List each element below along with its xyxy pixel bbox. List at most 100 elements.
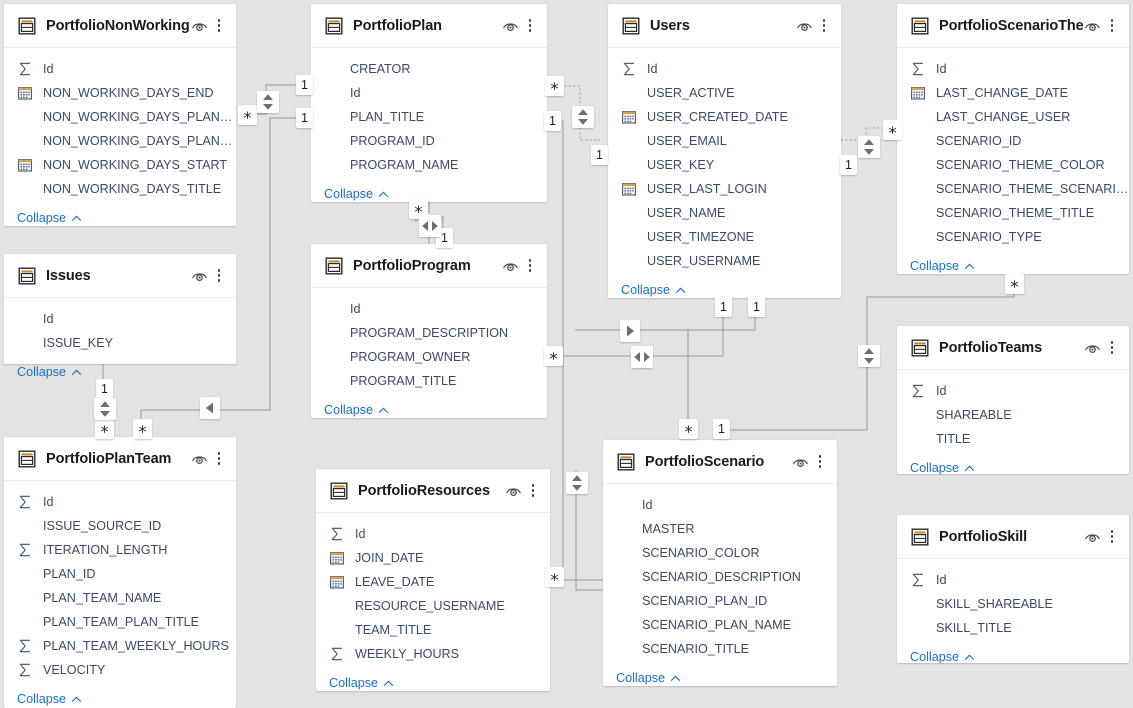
hide-show-eye-icon[interactable]	[501, 16, 520, 35]
field-row[interactable]: PROGRAM_TITLE	[311, 369, 547, 393]
table-card-header[interactable]: PortfolioResources	[316, 469, 550, 513]
more-options-icon[interactable]	[523, 256, 537, 275]
field-row[interactable]: Id	[608, 57, 841, 81]
table-card-header[interactable]: Users	[608, 4, 841, 48]
table-card-header[interactable]: PortfolioSkill	[897, 515, 1129, 559]
hide-show-eye-icon[interactable]	[190, 266, 209, 285]
cardinality-one-badge[interactable]: 1	[713, 419, 730, 439]
table-card-header[interactable]: PortfolioScenarioThe...	[897, 4, 1129, 48]
cardinality-many-badge[interactable]: *	[883, 120, 902, 140]
field-row[interactable]: CREATOR	[311, 57, 547, 81]
cardinality-one-badge[interactable]: 1	[715, 297, 732, 317]
field-row[interactable]: Id	[4, 57, 236, 81]
collapse-button[interactable]: Collapse	[4, 359, 236, 385]
hide-show-eye-icon[interactable]	[795, 16, 814, 35]
field-row[interactable]: USER_KEY	[608, 153, 841, 177]
table-card-header[interactable]: PortfolioNonWorking...	[4, 4, 236, 48]
cross-filter-both-horizontal-icon[interactable]	[631, 346, 653, 368]
field-row[interactable]: SKILL_SHAREABLE	[897, 592, 1129, 616]
cross-filter-both-icon[interactable]	[94, 398, 116, 420]
field-row[interactable]: SCENARIO_THEME_SCENARIO_...	[897, 177, 1129, 201]
cross-filter-both-icon[interactable]	[858, 345, 880, 367]
hide-show-eye-icon[interactable]	[1083, 527, 1102, 546]
field-row[interactable]: PROGRAM_DESCRIPTION	[311, 321, 547, 345]
hide-show-eye-icon[interactable]	[190, 449, 209, 468]
field-row[interactable]: USER_EMAIL	[608, 129, 841, 153]
field-row[interactable]: SCENARIO_ID	[897, 129, 1129, 153]
field-row[interactable]: Id	[897, 57, 1129, 81]
field-row[interactable]: USER_LAST_LOGIN	[608, 177, 841, 201]
cardinality-one-badge[interactable]: 1	[296, 108, 313, 128]
more-options-icon[interactable]	[526, 481, 540, 500]
field-row[interactable]: TITLE	[897, 427, 1129, 451]
cross-filter-both-icon[interactable]	[257, 91, 279, 113]
field-row[interactable]: SCENARIO_THEME_COLOR	[897, 153, 1129, 177]
field-row[interactable]: VELOCITY	[4, 658, 236, 682]
collapse-button[interactable]: Collapse	[4, 686, 236, 708]
field-row[interactable]: LAST_CHANGE_USER	[897, 105, 1129, 129]
more-options-icon[interactable]	[212, 266, 226, 285]
field-row[interactable]: NON_WORKING_DAYS_PLAN_ID	[4, 105, 236, 129]
hide-show-eye-icon[interactable]	[501, 256, 520, 275]
field-row[interactable]: PROGRAM_OWNER	[311, 345, 547, 369]
field-row[interactable]: Id	[311, 81, 547, 105]
field-row[interactable]: LEAVE_DATE	[316, 570, 550, 594]
field-row[interactable]: SCENARIO_TYPE	[897, 225, 1129, 249]
cardinality-many-badge[interactable]: *	[1005, 274, 1024, 294]
collapse-button[interactable]: Collapse	[311, 397, 547, 423]
cardinality-one-badge[interactable]: 1	[591, 145, 608, 165]
field-row[interactable]: PROGRAM_ID	[311, 129, 547, 153]
more-options-icon[interactable]	[1105, 527, 1119, 546]
collapse-button[interactable]: Collapse	[4, 205, 236, 231]
cardinality-one-badge[interactable]: 1	[296, 75, 313, 95]
hide-show-eye-icon[interactable]	[190, 16, 209, 35]
hide-show-eye-icon[interactable]	[791, 452, 810, 471]
collapse-button[interactable]: Collapse	[316, 670, 550, 696]
field-row[interactable]: Id	[311, 297, 547, 321]
more-options-icon[interactable]	[1105, 16, 1119, 35]
cross-filter-both-horizontal-icon[interactable]	[419, 215, 441, 237]
filter-direction-left-icon[interactable]	[200, 397, 220, 419]
more-options-icon[interactable]	[817, 16, 831, 35]
table-card-header[interactable]: PortfolioScenario	[603, 440, 837, 484]
field-row[interactable]: Id	[316, 522, 550, 546]
field-row[interactable]: SCENARIO_THEME_TITLE	[897, 201, 1129, 225]
field-row[interactable]: NON_WORKING_DAYS_END	[4, 81, 236, 105]
field-row[interactable]: PROGRAM_NAME	[311, 153, 547, 177]
cardinality-one-badge[interactable]: 1	[96, 379, 113, 399]
field-row[interactable]: PLAN_TEAM_WEEKLY_HOURS	[4, 634, 236, 658]
field-row[interactable]: NON_WORKING_DAYS_TITLE	[4, 177, 236, 201]
field-row[interactable]: SCENARIO_PLAN_ID	[603, 589, 837, 613]
collapse-button[interactable]: Collapse	[897, 644, 1129, 670]
field-row[interactable]: JOIN_DATE	[316, 546, 550, 570]
field-row[interactable]: ISSUE_SOURCE_ID	[4, 514, 236, 538]
table-card-header[interactable]: PortfolioTeams	[897, 326, 1129, 370]
cardinality-one-badge[interactable]: 1	[840, 155, 857, 175]
field-row[interactable]: NON_WORKING_DAYS_PLAN_N...	[4, 129, 236, 153]
field-row[interactable]: TEAM_TITLE	[316, 618, 550, 642]
more-options-icon[interactable]	[212, 449, 226, 468]
cardinality-many-badge[interactable]: *	[95, 419, 114, 439]
more-options-icon[interactable]	[212, 16, 226, 35]
field-row[interactable]: ITERATION_LENGTH	[4, 538, 236, 562]
cardinality-many-badge[interactable]: *	[545, 76, 564, 96]
cardinality-one-badge[interactable]: 1	[544, 111, 561, 131]
field-row[interactable]: USER_TIMEZONE	[608, 225, 841, 249]
collapse-button[interactable]: Collapse	[897, 253, 1129, 279]
field-row[interactable]: PLAN_TEAM_NAME	[4, 586, 236, 610]
field-row[interactable]: NON_WORKING_DAYS_START	[4, 153, 236, 177]
field-row[interactable]: SCENARIO_TITLE	[603, 637, 837, 661]
field-row[interactable]: SKILL_TITLE	[897, 616, 1129, 640]
field-row[interactable]: USER_ACTIVE	[608, 81, 841, 105]
field-row[interactable]: SHAREABLE	[897, 403, 1129, 427]
